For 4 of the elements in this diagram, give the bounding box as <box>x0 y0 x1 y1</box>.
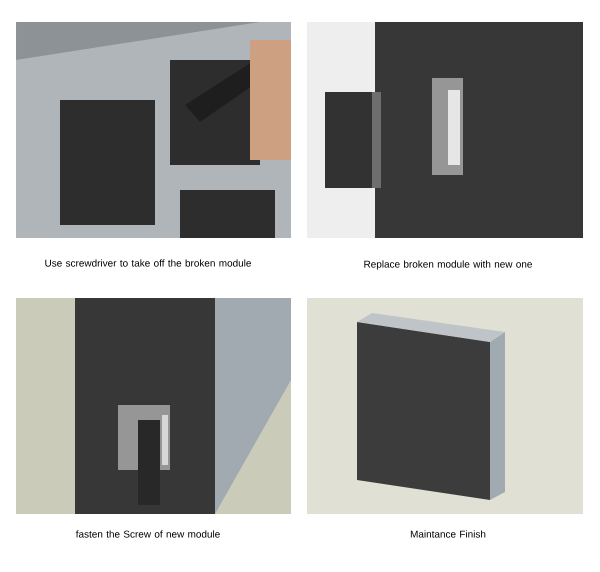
caption: Maintance Finish <box>410 530 486 538</box>
caption: Replace broken module with new one <box>364 260 532 270</box>
caption: Use screwdriver to take off the broken module <box>45 259 251 267</box>
caption: fasten the Screw of new module <box>76 530 220 538</box>
